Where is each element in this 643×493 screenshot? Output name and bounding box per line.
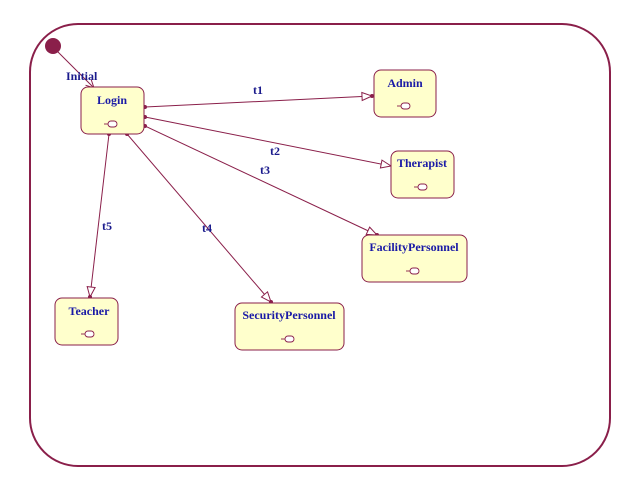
initial-label: Initial — [66, 69, 98, 83]
state-therapist[interactable]: Therapist — [390, 150, 455, 199]
state-teacher-label: Teacher — [69, 304, 111, 318]
transition-t5-line[interactable] — [90, 133, 110, 297]
transition-t1-line[interactable] — [144, 96, 372, 108]
state-therapist-label: Therapist — [397, 156, 447, 170]
state-security-personnel[interactable]: SecurityPersonnel — [234, 302, 345, 351]
state-teacher[interactable]: Teacher — [54, 297, 119, 346]
state-login[interactable]: Login — [80, 86, 145, 135]
state-facility-personnel[interactable]: FacilityPersonnel — [361, 234, 468, 283]
state-security-label: SecurityPersonnel — [242, 308, 336, 322]
state-facility-label: FacilityPersonnel — [369, 240, 459, 254]
transition-t4-label: t4 — [202, 221, 212, 235]
transition-t2-label: t2 — [270, 144, 280, 158]
transition-t2-line[interactable] — [144, 116, 391, 166]
state-login-label: Login — [97, 93, 127, 107]
transition-t3-label: t3 — [260, 163, 270, 177]
transition-t5-label: t5 — [102, 219, 112, 233]
initial-state-dot[interactable] — [45, 38, 61, 54]
transition-t3-line[interactable] — [144, 125, 377, 235]
state-admin[interactable]: Admin — [373, 69, 437, 118]
transition-t4-line[interactable] — [126, 133, 271, 302]
initial-transition[interactable] — [56, 50, 94, 88]
diagram-frame — [29, 23, 611, 467]
transition-t1-label: t1 — [253, 83, 263, 97]
state-admin-label: Admin — [387, 76, 423, 90]
